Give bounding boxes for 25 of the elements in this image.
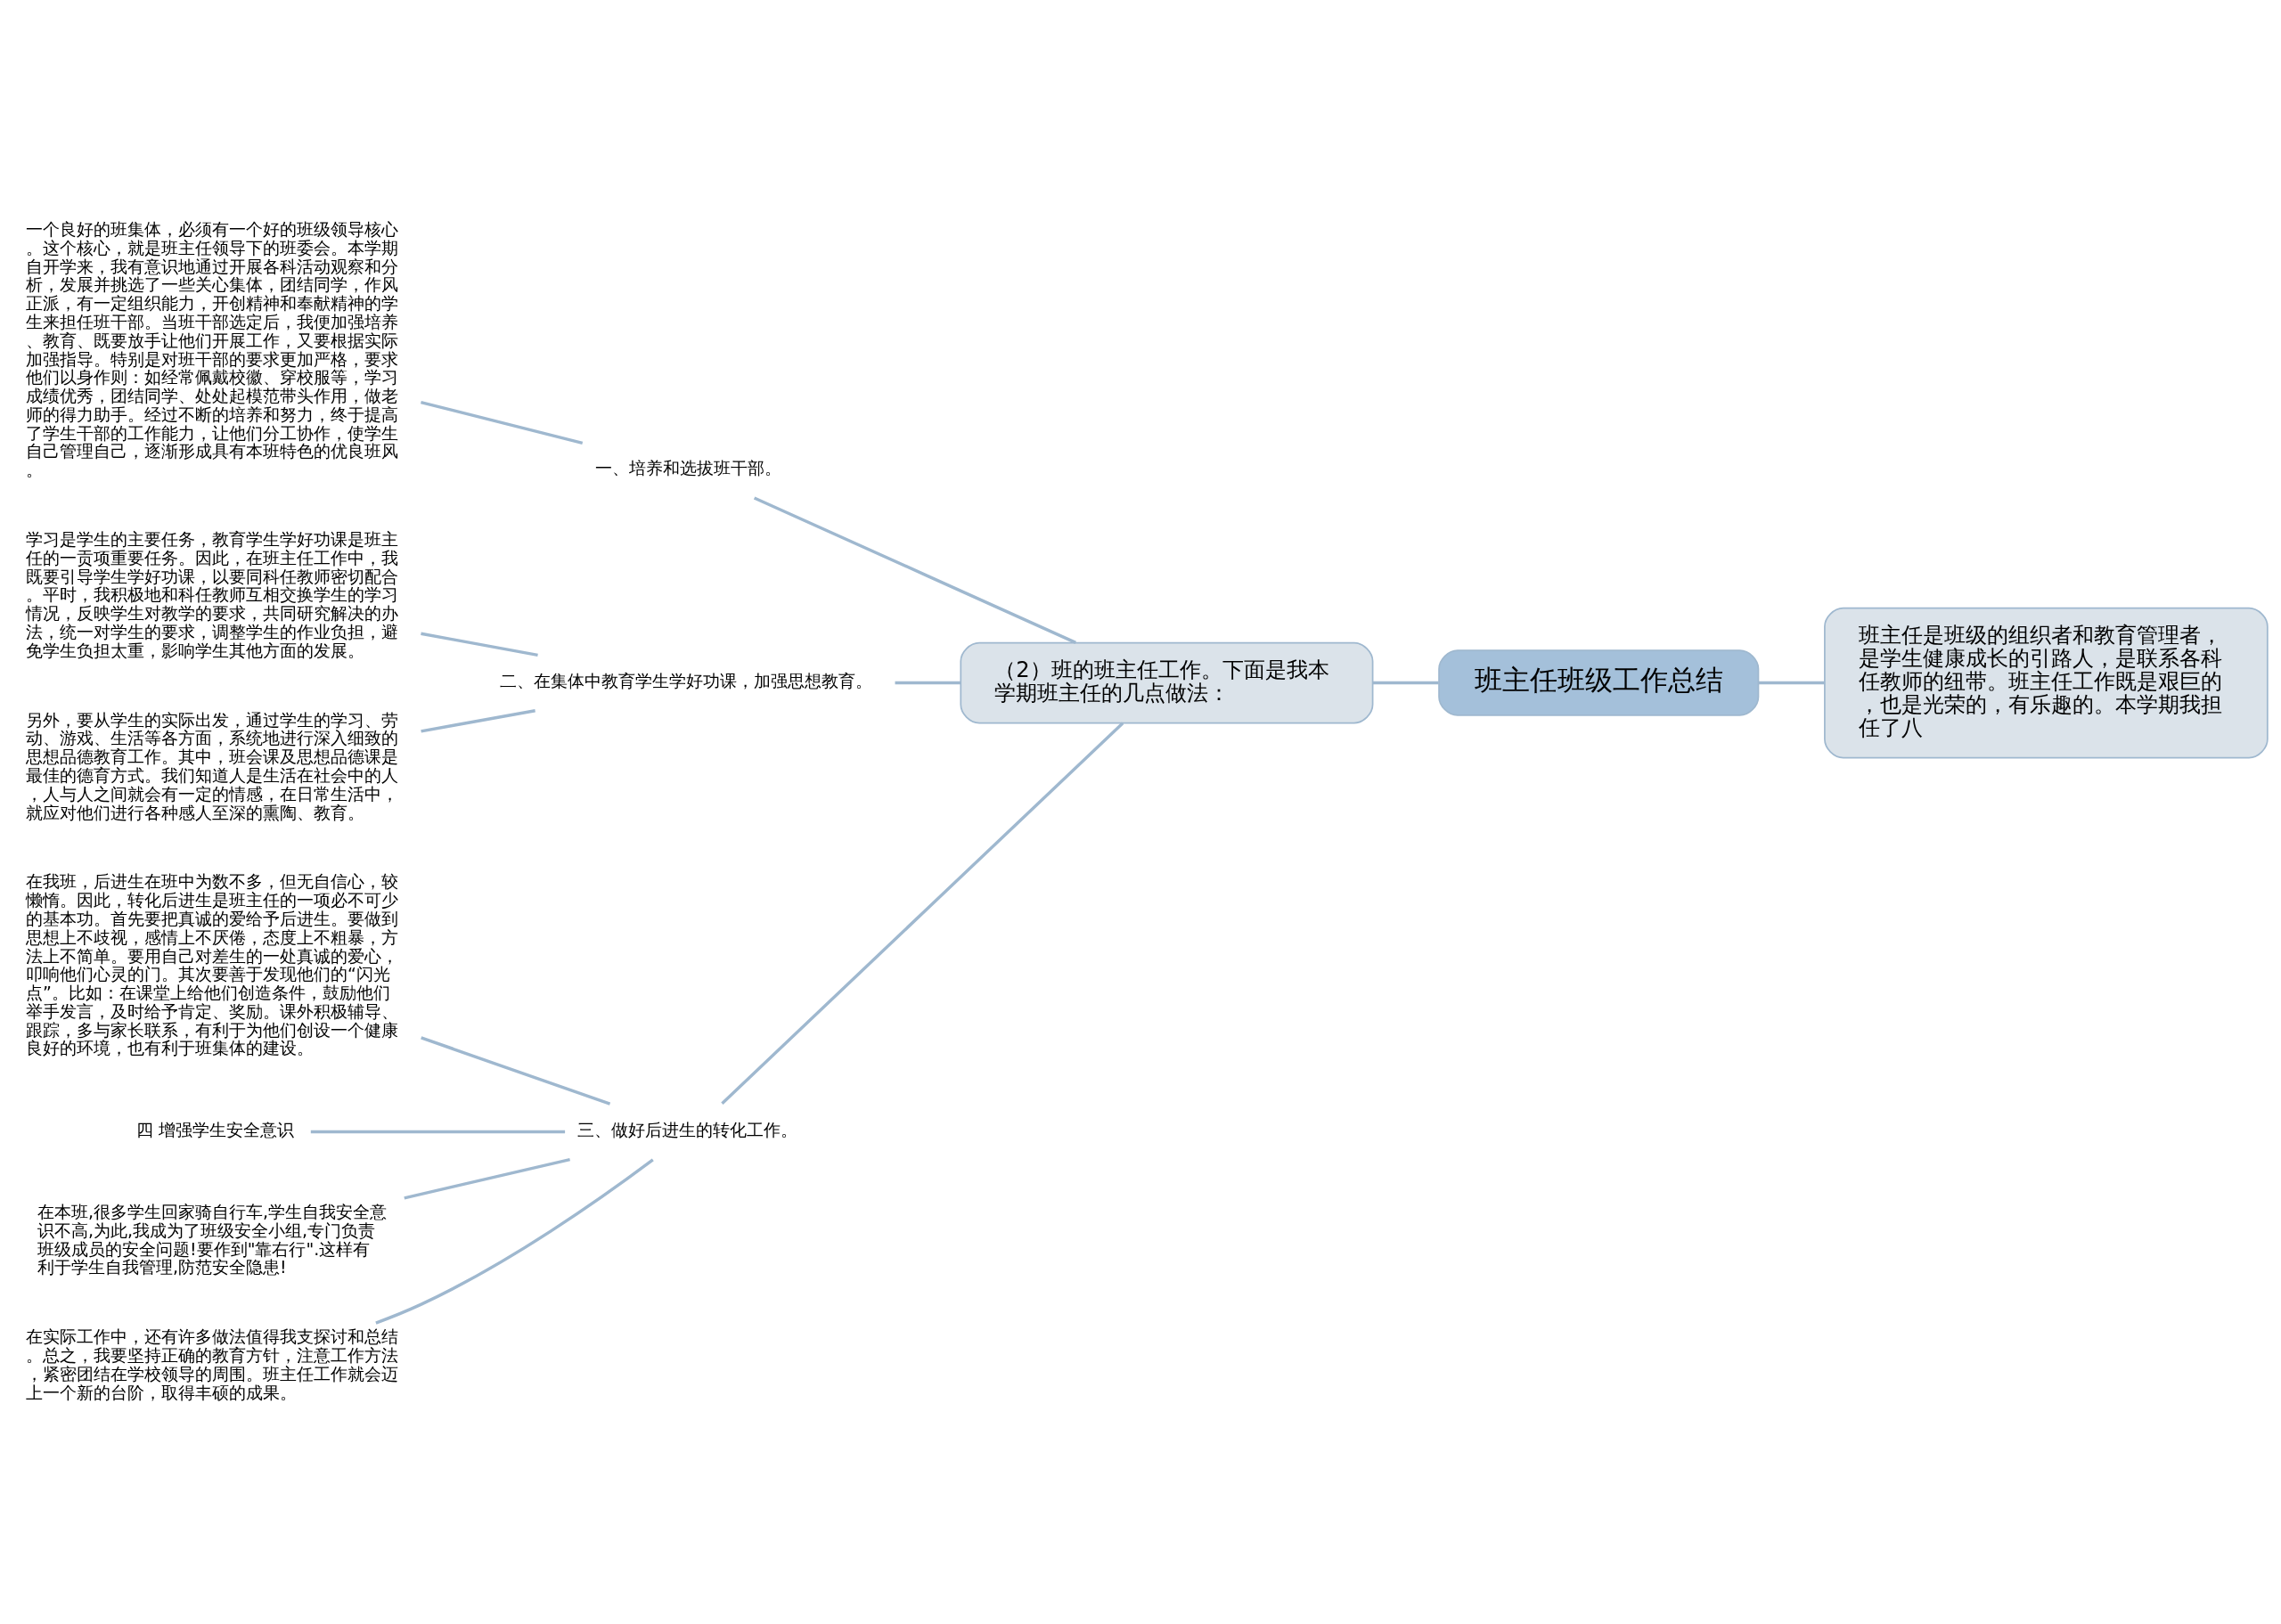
- node-text: 一个良好的班集体，必须有一个好的班级领导核心。这个核心，就是班主任领导下的班委会。本学期自开学来，我有意识地通过开展各科活动观察和分析，发展并挑选了一些关心集体，团结同学，作风正派，有一定组织能力，开创精神和奉献精神的学生来担任班干部。当班干部选定后，我便加强培养、教育、既要放手让他们开展工作，又要根据实际加强指导。特别是对班干部的要求更加严格，要求他们以身作则：如经常佩戴校徽、穿校服等，学习成绩优秀，团结同学、处处起模范带头作用，做老师的得力助手。经过不断的培养和努力，终于提高了学生干部的工作能力，让他们分工协作，使学生自己管理自己，逐渐形成具有本班特色的优良班风。: [26, 218, 399, 479]
- node-box: （2）班的班主任工作。下面是我本学期班主任的几点做法：: [960, 641, 1374, 723]
- connector: [421, 1035, 611, 1106]
- connector: [421, 708, 536, 733]
- connector: [421, 400, 584, 445]
- node-text: 二、在集体中教育学生学好功课，加强思想教育。: [499, 670, 872, 690]
- connector: [404, 1157, 570, 1200]
- node-text: 一、培养和选拔班干部。: [594, 457, 781, 477]
- node-text: 三、做好后进生的转化工作。: [577, 1119, 798, 1139]
- connector: [895, 681, 961, 684]
- node-text: 在我班，后进生在班中为数不多，但无自信心，较懒惰。因此，转化后进生是班主任的一项必不可少的基本功。首先要把真诚的爱给予后进生。要做到思想上不歧视，感情上不厌倦，态度上不粗暴，方法上不简单。要用自己对差生的一处真诚的爱心，叩响他们心灵的门。其次要善于发现他们的“闪光点”。比如：在课堂上给他们创造条件，鼓励他们举手发言，及时给予肯定、奖励。课外积极辅导、跟踪，多与家长联系，有利于为他们创设一个健康良好的环境，也有利于班集体的建设。: [26, 871, 399, 1057]
- connector: [375, 1158, 654, 1325]
- connector: [721, 721, 1124, 1105]
- node-text: 四 增强学生安全意识: [135, 1119, 294, 1139]
- connector: [421, 632, 538, 657]
- connector: [753, 495, 1076, 644]
- connector: [1372, 681, 1439, 684]
- connector: [1758, 681, 1825, 684]
- node-box: 班主任是班级的组织者和教育管理者，是学生健康成长的引路人，是联系各科任教师的纽带。班主任工作既是艰巨的，也是光荣的，有乐趣的。本学期我担任了八: [1824, 607, 2269, 758]
- node-text: 学习是学生的主要任务，教育学生学好功课是班主任的一贡项重要任务。因此，在班主任工作中，我既要引导学生学好功课，以要同科任教师密切配合。平时，我积极地和科任教师互相交换学生的学习情况，反映学生对教学的要求，共同研究解决的办法，统一对学生的要求，调整学生的作业负担，避免学生负担太重，影响学生其他方面的发展。: [26, 528, 399, 660]
- node-text: 另外，要从学生的实际出发，通过学生的学习、劳动、游戏、生活等各方面，系统地进行深入细致的思想品德教育工作。其中，班会课及思想品德课是最佳的德育方式。我们知道人是生活在社会中的人，人与人之间就会有一定的情感，在日常生活中，就应对他们进行各种感人至深的熏陶、教育。: [26, 709, 399, 822]
- connector: [310, 1130, 566, 1133]
- node-text: 在实际工作中，还有许多做法值得我支探讨和总结。总之，我要坚持正确的教育方针，注意工作方法，紧密团结在学校领导的周围。班主任工作就会迈上一个新的台阶，取得丰硕的成果。: [26, 1326, 399, 1402]
- node-box: 班主任班级工作总结: [1438, 649, 1760, 716]
- node-text: 在本班,很多学生回家骑自行车,学生自我安全意识不高,为此,我成为了班级安全小组,专门负责班级成员的安全问题!要作到"靠右行".这样有利于学生自我管理,防范安全隐患!: [37, 1201, 388, 1277]
